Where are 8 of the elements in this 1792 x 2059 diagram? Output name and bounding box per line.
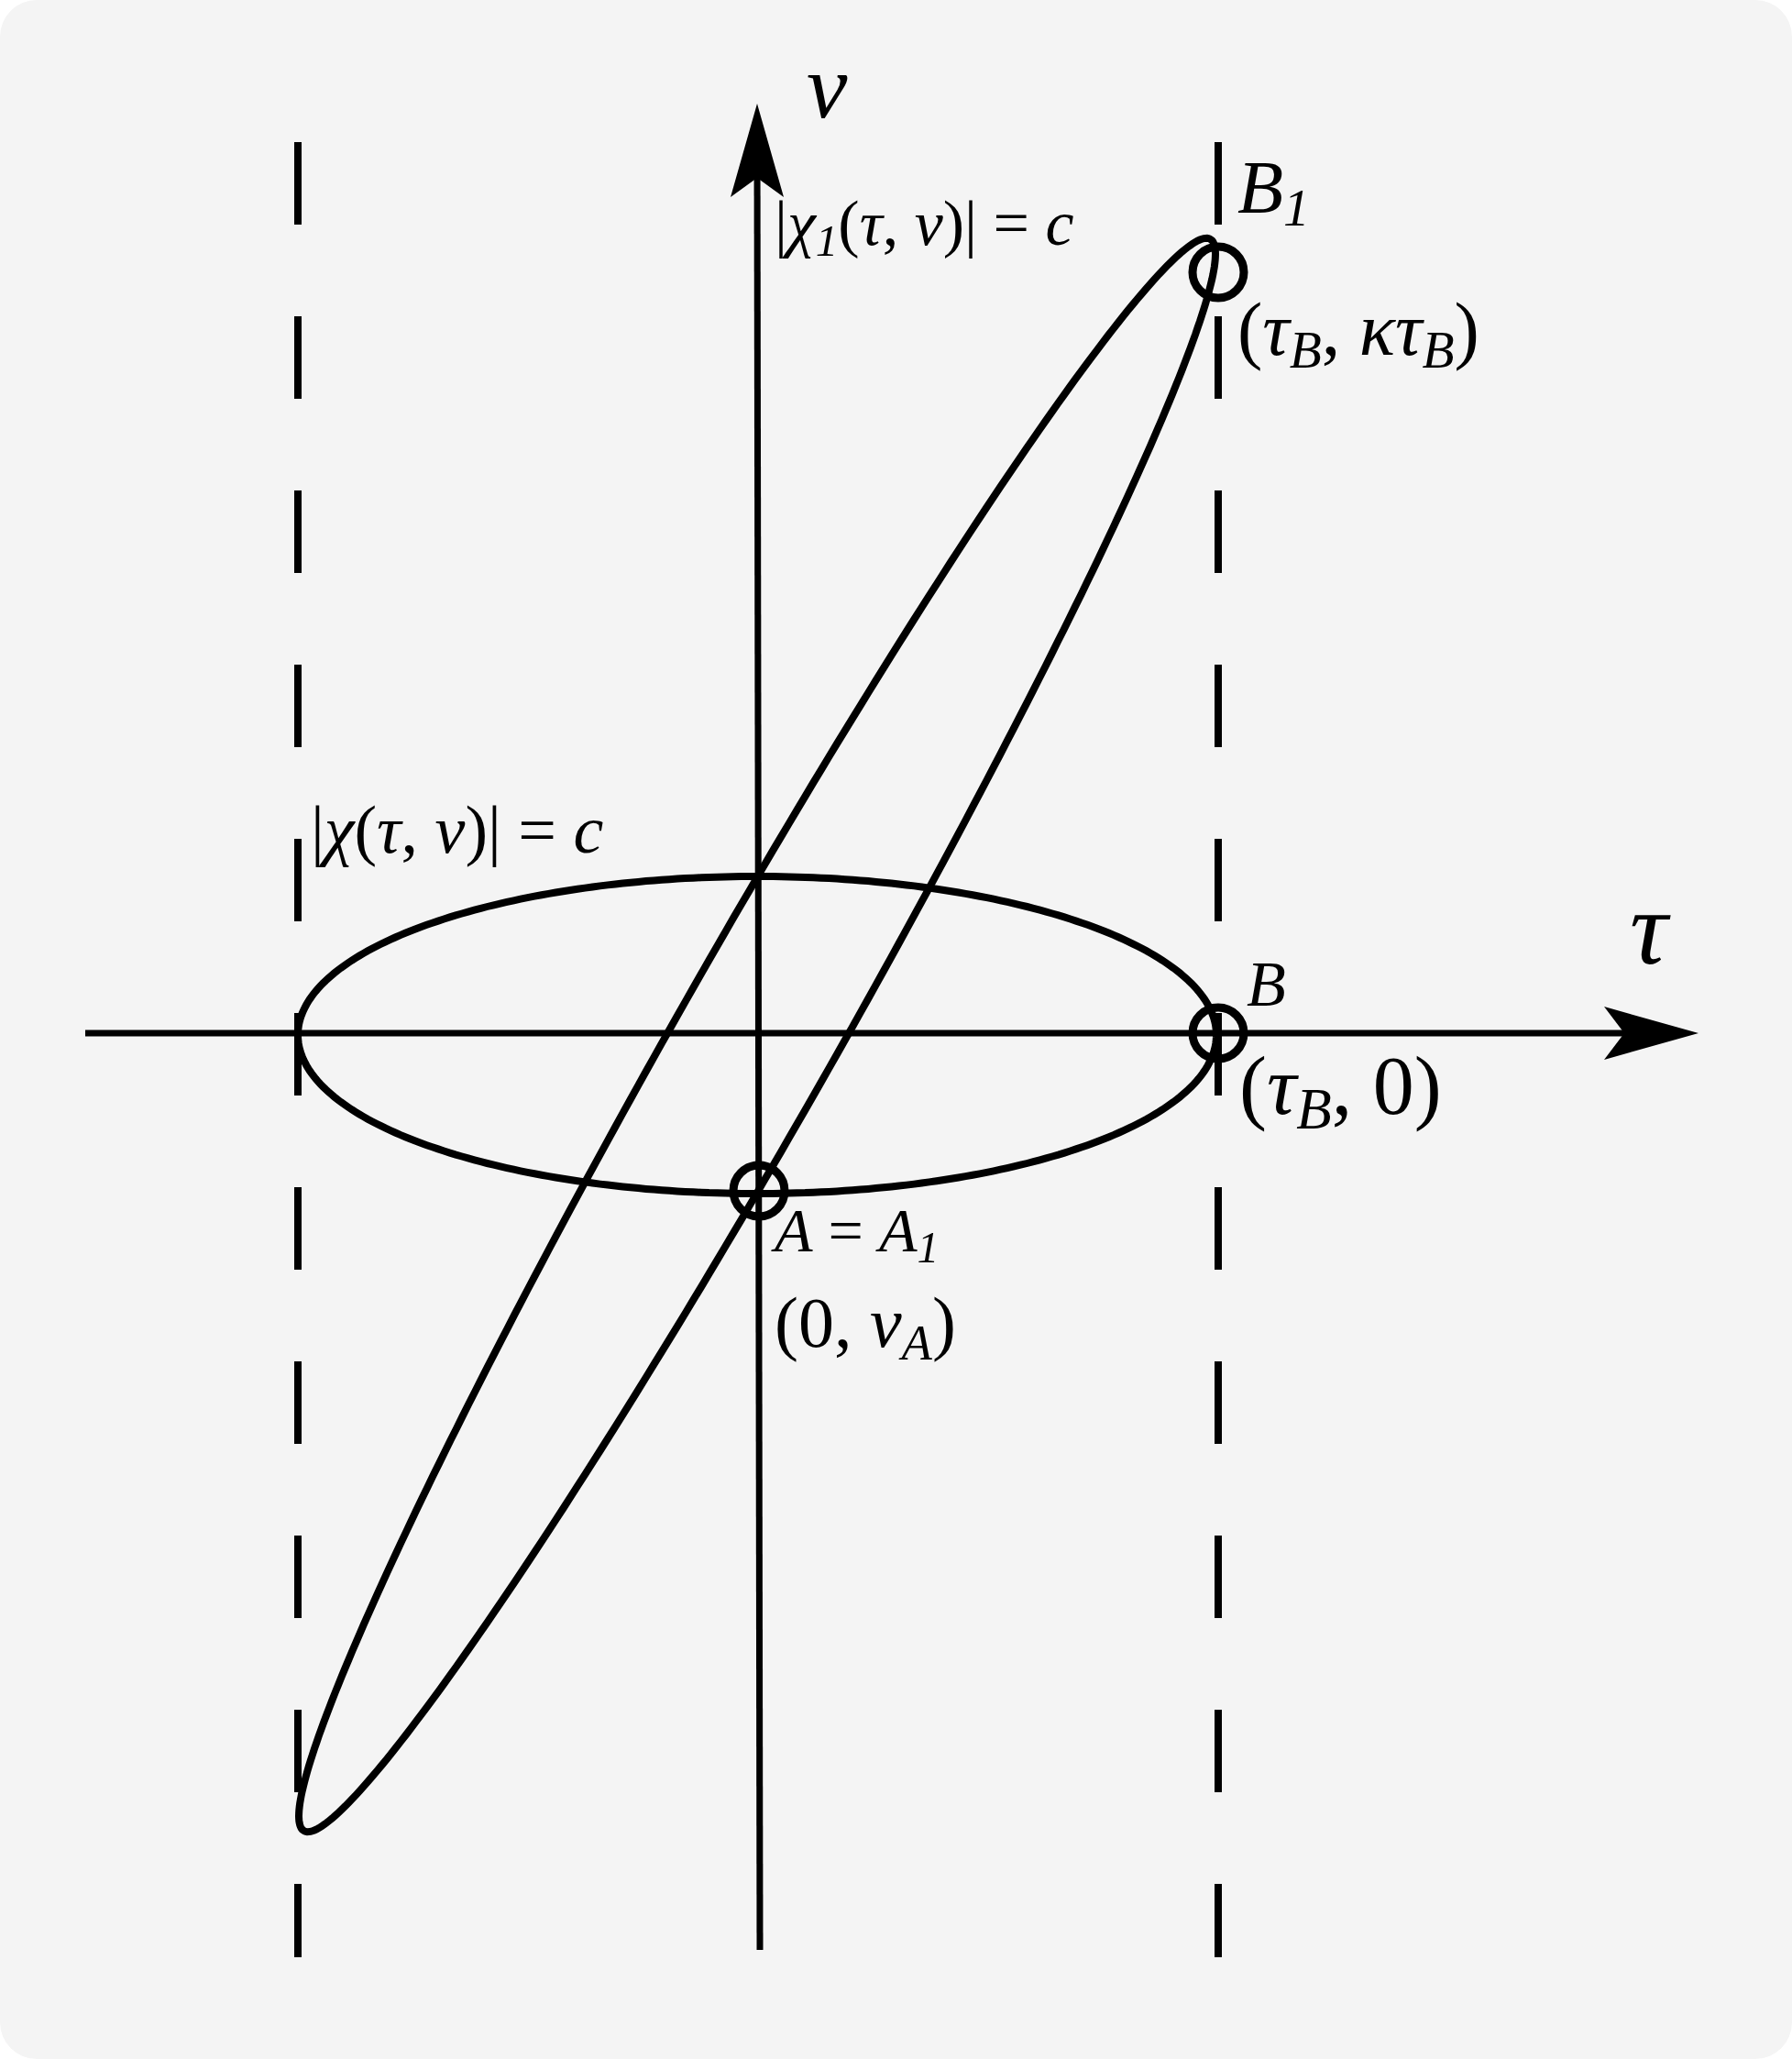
math-label: (τ$_{B}$, κτ$_{B}$) [1237, 289, 1479, 380]
math-label: |χ$_{1}$(τ, ν)| = c [775, 188, 1074, 267]
axis-label: ν [807, 37, 848, 138]
math-label: (0, ν$_{A}$) [775, 1283, 956, 1371]
math-label: B$_{1}$ [1237, 147, 1310, 237]
math-label: B [1247, 949, 1286, 1019]
math-label: |χ(τ, ν)| = c [311, 793, 604, 868]
math-label: (τ$_{B}$, 0) [1239, 1041, 1442, 1142]
